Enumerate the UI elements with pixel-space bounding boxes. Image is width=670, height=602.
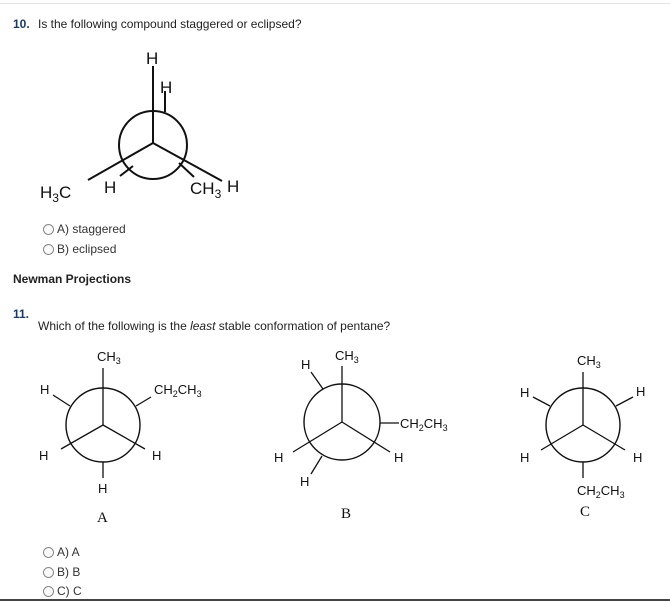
option-label: A) A <box>57 545 80 559</box>
radio-button[interactable] <box>43 243 54 255</box>
q10-option-a[interactable]: A) staggered <box>43 222 126 236</box>
proj-a-right-bottom-label: H <box>152 448 161 463</box>
proj-c-left-bottom-label: H <box>520 450 529 465</box>
q10-back-left-h-label: H <box>104 178 116 197</box>
projection-b: H CH3 CH2CH3 H H H B <box>274 348 448 522</box>
proj-b-left-label: H <box>274 450 283 465</box>
proj-c-top-label: CH3 <box>577 353 601 370</box>
option-label: B) eclipsed <box>57 242 117 256</box>
proj-c-bottom-label: CH2CH3 <box>577 483 625 500</box>
section-title: Newman Projections <box>13 272 132 286</box>
proj-b-bottom-left-label: H <box>300 474 309 489</box>
proj-b-top-left-label: H <box>301 357 310 372</box>
projection-a: CH3 H CH2CH3 H H H A <box>39 349 202 526</box>
top-divider <box>0 3 670 4</box>
option-label: C) C <box>57 584 82 598</box>
radio-button[interactable] <box>43 566 54 578</box>
q10-option-b[interactable]: B) eclipsed <box>43 242 116 256</box>
proj-a-top-label: CH3 <box>97 349 121 366</box>
radio-button[interactable] <box>43 546 54 558</box>
radio-button[interactable] <box>43 223 54 235</box>
proj-a-right-top-label: CH2CH3 <box>154 382 202 399</box>
proj-a-bottom-label: H <box>98 481 107 496</box>
proj-a-left-top-label: H <box>40 382 49 397</box>
q10-ch3-label: CH3 <box>190 179 222 201</box>
bottom-divider <box>0 599 670 601</box>
proj-b-caption: B <box>341 506 351 522</box>
q10-top-h-label: H <box>146 49 158 68</box>
question-10-number: 10. <box>13 17 30 31</box>
proj-c-right-bottom-label: H <box>633 450 642 465</box>
option-label: B) B <box>57 565 81 579</box>
proj-a-caption: A <box>97 510 108 526</box>
proj-c-right-top-label: H <box>636 384 645 399</box>
question-11-number: 11. <box>13 307 30 321</box>
q11-option-a[interactable]: A) A <box>43 545 80 559</box>
q11-option-c[interactable]: C) C <box>43 584 82 598</box>
proj-b-right-label: CH2CH3 <box>400 416 448 433</box>
question-10-text: Is the following compound staggered or e… <box>38 17 302 31</box>
question-11-text: Which of the following is the least stab… <box>38 319 391 333</box>
q11-option-b[interactable]: B) B <box>43 565 80 579</box>
q10-back-top-h-label: H <box>160 78 172 97</box>
q10-right-h-label: H <box>227 177 239 196</box>
proj-b-top-label: CH3 <box>335 348 359 365</box>
proj-c-caption: C <box>580 504 590 520</box>
radio-button[interactable] <box>43 585 54 597</box>
proj-a-left-bottom-label: H <box>39 448 48 463</box>
proj-b-right-bottom-label: H <box>394 450 403 465</box>
option-label: A) staggered <box>57 222 126 236</box>
q10-h3c-label: H3C <box>40 183 71 205</box>
projection-c: CH3 H H H H CH2CH3 C <box>520 353 645 520</box>
proj-c-left-top-label: H <box>520 385 529 400</box>
